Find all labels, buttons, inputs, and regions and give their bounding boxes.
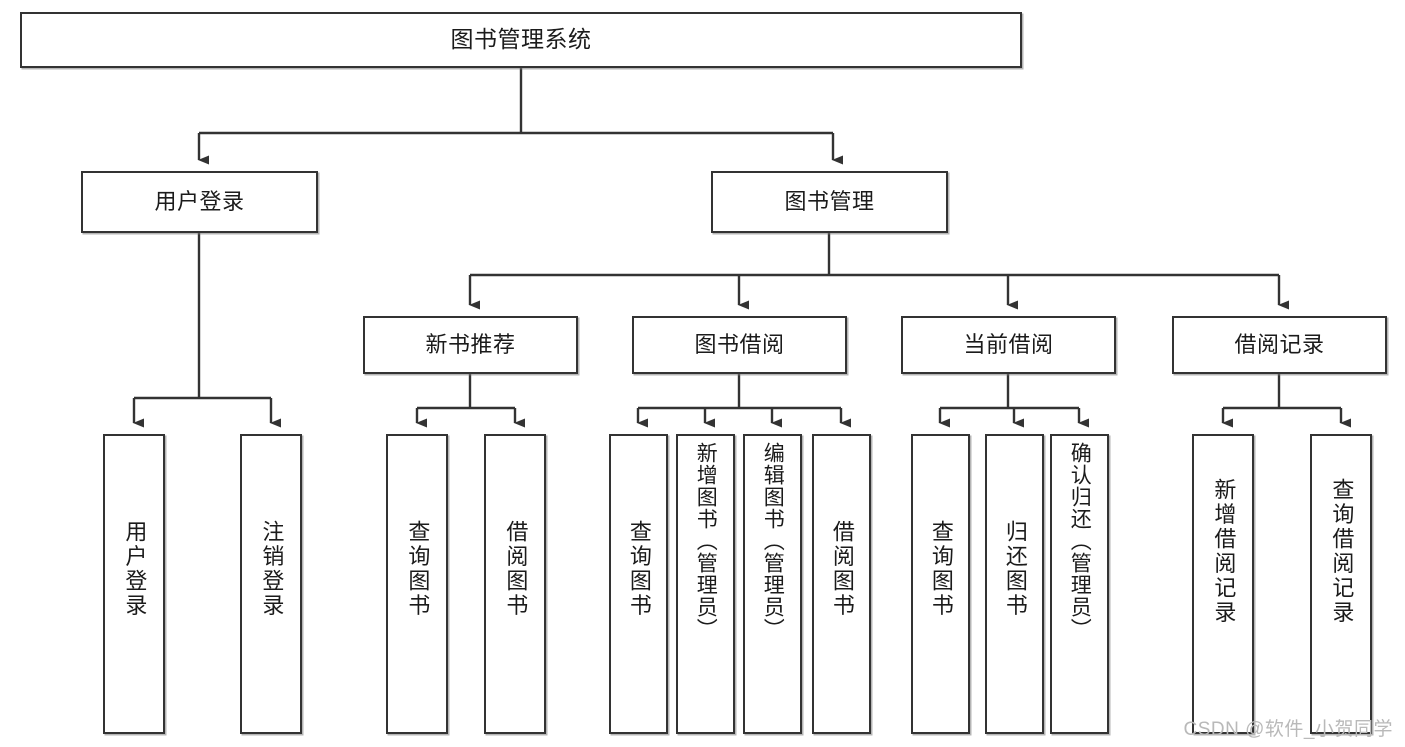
leaf-logout-login[interactable]: 注销登录 xyxy=(240,434,302,734)
node-user-login[interactable]: 用户登录 xyxy=(81,171,318,233)
leaf-user-login[interactable]: 用户登录 xyxy=(103,434,165,734)
node-label: 用户登录 xyxy=(154,189,245,215)
leaf-borrow-book-borrow[interactable]: 借阅图书 xyxy=(812,434,871,734)
node-label: 图书借阅 xyxy=(694,332,785,358)
node-label: 图书管理系统 xyxy=(450,26,592,53)
node-label: 借阅记录 xyxy=(1234,332,1325,358)
node-book-borrow[interactable]: 图书借阅 xyxy=(632,316,847,374)
leaf-return-book[interactable]: 归还图书 xyxy=(985,434,1044,734)
node-label: 查询图书 xyxy=(405,520,431,618)
leaf-query-book-recommend[interactable]: 查询图书 xyxy=(386,434,448,734)
node-label: 借阅图书 xyxy=(503,520,529,618)
leaf-add-book-admin[interactable]: 新增图书（管理员） xyxy=(676,434,735,734)
leaf-borrow-book-recommend[interactable]: 借阅图书 xyxy=(484,434,546,734)
node-label: 新书推荐 xyxy=(425,332,516,358)
node-label: 当前借阅 xyxy=(963,332,1054,358)
leaf-query-book-current[interactable]: 查询图书 xyxy=(911,434,970,734)
leaf-add-borrow-record[interactable]: 新增借阅记录 xyxy=(1192,434,1254,734)
node-label: 注销登录 xyxy=(259,520,285,618)
node-root-system[interactable]: 图书管理系统 xyxy=(20,12,1022,68)
csdn-watermark: CSDN @软件_小贺同学 xyxy=(1183,719,1393,740)
leaf-query-book-borrow[interactable]: 查询图书 xyxy=(609,434,668,734)
node-label: 新增图书（管理员） xyxy=(694,442,718,640)
node-label: 归还图书 xyxy=(1002,520,1028,618)
node-label: 用户登录 xyxy=(122,520,148,618)
node-label: 查询图书 xyxy=(626,520,652,618)
node-label: 编辑图书（管理员） xyxy=(761,442,785,640)
node-book-management[interactable]: 图书管理 xyxy=(711,171,948,233)
node-label: 查询借阅记录 xyxy=(1329,478,1355,625)
node-label: 图书管理 xyxy=(784,189,875,215)
node-new-book-recommend[interactable]: 新书推荐 xyxy=(363,316,578,374)
leaf-query-borrow-record[interactable]: 查询借阅记录 xyxy=(1310,434,1372,734)
node-label: 确认归还（管理员） xyxy=(1068,442,1092,640)
node-label: 借阅图书 xyxy=(829,520,855,618)
leaf-confirm-return-admin[interactable]: 确认归还（管理员） xyxy=(1050,434,1109,734)
node-label: 新增借阅记录 xyxy=(1211,478,1237,625)
leaf-edit-book-admin[interactable]: 编辑图书（管理员） xyxy=(743,434,802,734)
node-current-borrow[interactable]: 当前借阅 xyxy=(901,316,1116,374)
node-label: 查询图书 xyxy=(928,520,954,618)
node-borrow-record[interactable]: 借阅记录 xyxy=(1172,316,1387,374)
